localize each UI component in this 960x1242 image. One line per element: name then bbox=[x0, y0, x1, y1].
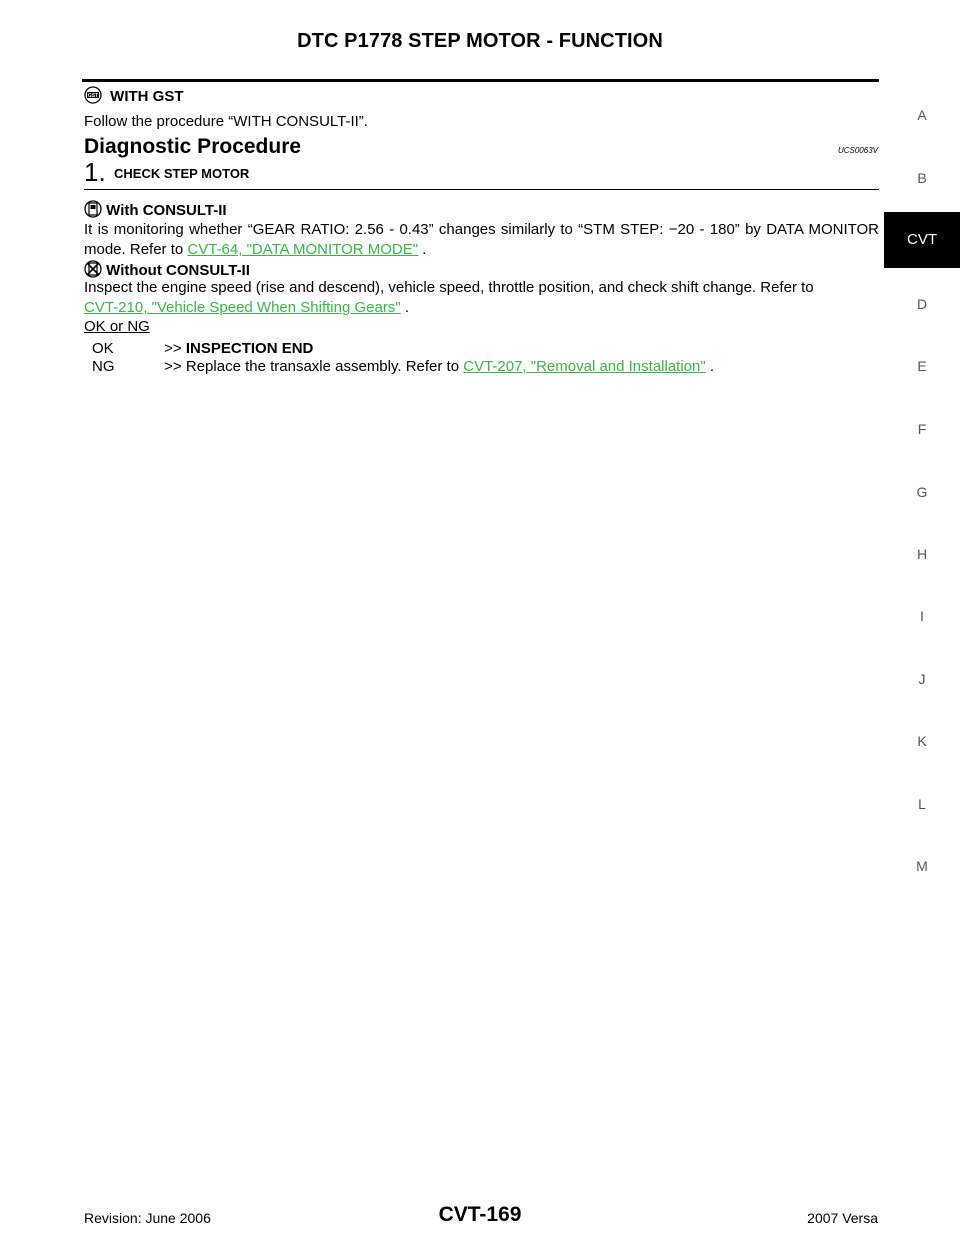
without-consult-text: Inspect the engine speed (rise and desce… bbox=[84, 279, 814, 296]
with-consult-label: With CONSULT-II bbox=[106, 202, 227, 219]
page-title: DTC P1778 STEP MOTOR - FUNCTION bbox=[297, 30, 663, 52]
gst-text: Follow the procedure “WITH CONSULT-II”. bbox=[84, 113, 368, 130]
sidebar-letter-e[interactable]: E bbox=[917, 358, 927, 374]
link-removal-installation[interactable]: CVT-207, "Removal and Installation" bbox=[463, 358, 706, 375]
result-ng-row: NG >> Replace the transaxle assembly. Re… bbox=[92, 358, 714, 375]
footer-revision: Revision: June 2006 bbox=[84, 1210, 211, 1226]
without-consult-label: Without CONSULT-II bbox=[106, 262, 250, 279]
result-text: INSPECTION END bbox=[185, 340, 314, 357]
title-rule bbox=[82, 79, 879, 82]
link-vehicle-speed-shifting[interactable]: CVT-210, "Vehicle Speed When Shifting Ge… bbox=[84, 299, 401, 316]
without-consult-paragraph: Inspect the engine speed (rise and desce… bbox=[84, 278, 879, 318]
sidebar-letter-a[interactable]: A bbox=[917, 107, 927, 123]
with-consult-text: It is monitoring whether “GEAR RATIO: 2.… bbox=[84, 221, 879, 258]
gst-label: WITH GST bbox=[110, 88, 184, 105]
svg-text:GST: GST bbox=[88, 93, 98, 99]
result-key: OK bbox=[92, 340, 114, 357]
section-code: UCS0063V bbox=[837, 146, 878, 155]
sidebar-letter-k[interactable]: K bbox=[917, 733, 927, 749]
with-consult-paragraph: It is monitoring whether “GEAR RATIO: 2.… bbox=[84, 220, 879, 260]
sidebar-letter-b[interactable]: B bbox=[917, 170, 927, 186]
ok-ng-label: OK or NG bbox=[84, 318, 150, 335]
result-arrow: >> bbox=[164, 358, 182, 375]
no-consult-icon bbox=[84, 260, 102, 278]
sidebar-letter-m[interactable]: M bbox=[916, 858, 928, 874]
step-number: 1. bbox=[84, 157, 106, 187]
step-title: CHECK STEP MOTOR bbox=[114, 166, 250, 181]
result-key: NG bbox=[92, 358, 115, 375]
without-consult-heading: Without CONSULT-II bbox=[84, 260, 250, 279]
consult-icon bbox=[84, 200, 102, 218]
result-ok-row: OK >> INSPECTION END bbox=[92, 340, 313, 357]
period: . bbox=[422, 241, 427, 258]
result-arrow: >> bbox=[164, 340, 182, 357]
sidebar-letter-d[interactable]: D bbox=[916, 296, 928, 312]
sidebar-letter-j[interactable]: J bbox=[918, 671, 926, 687]
sidebar-letter-f[interactable]: F bbox=[917, 421, 927, 437]
sidebar-letter-g[interactable]: G bbox=[916, 484, 928, 500]
with-consult-heading: With CONSULT-II bbox=[84, 200, 227, 219]
link-data-monitor-mode[interactable]: CVT-64, "DATA MONITOR MODE" bbox=[187, 241, 419, 258]
sidebar-letter-l[interactable]: L bbox=[918, 796, 926, 812]
result-text: Replace the transaxle assembly. Refer to bbox=[185, 358, 460, 375]
gst-icon: GST bbox=[84, 86, 102, 104]
step-rule bbox=[84, 189, 879, 190]
footer-page-number: CVT-169 bbox=[438, 1203, 522, 1226]
gst-heading: GST WITH GST bbox=[84, 86, 184, 105]
period: . bbox=[404, 299, 409, 316]
sidebar-letter-h[interactable]: H bbox=[916, 546, 928, 562]
sidebar-letter-i[interactable]: I bbox=[920, 608, 924, 624]
period: . bbox=[709, 358, 715, 375]
sidebar-active-tab[interactable]: CVT bbox=[884, 212, 960, 268]
section-title: Diagnostic Procedure bbox=[84, 135, 302, 158]
footer-model: 2007 Versa bbox=[807, 1210, 878, 1226]
